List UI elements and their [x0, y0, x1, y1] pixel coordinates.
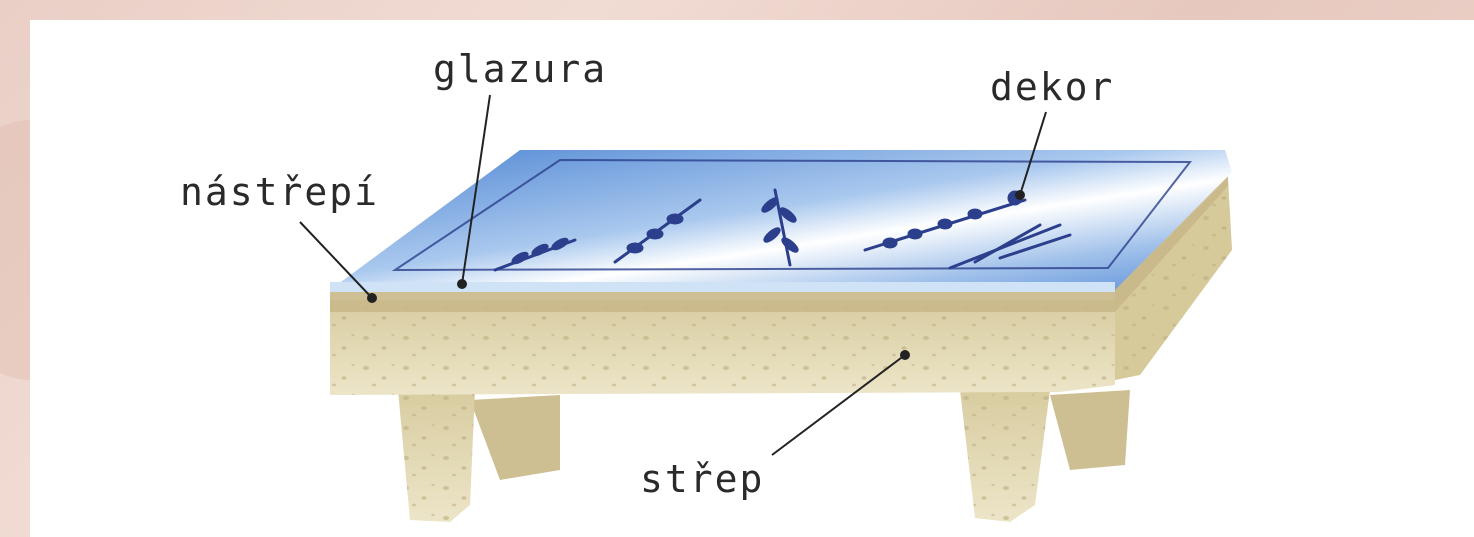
ceramic-tile-diagram: glazura dekor nástřepí střep [30, 20, 1474, 537]
label-nastrepi: nástřepí [180, 170, 379, 214]
front-leg-right [960, 390, 1050, 522]
glaze-leader-dot [458, 280, 466, 288]
label-strep: střep [640, 457, 764, 501]
body-leader-dot [901, 351, 909, 359]
engobe-leader-dot [368, 294, 376, 302]
illustration-panel: glazura dekor nástřepí střep [30, 20, 1474, 537]
decor-leader-dot [1016, 191, 1024, 199]
label-dekor: dekor [990, 65, 1114, 109]
slab-body [330, 300, 1115, 395]
front-leg-left [398, 390, 475, 522]
label-glazura: glazura [433, 47, 607, 91]
